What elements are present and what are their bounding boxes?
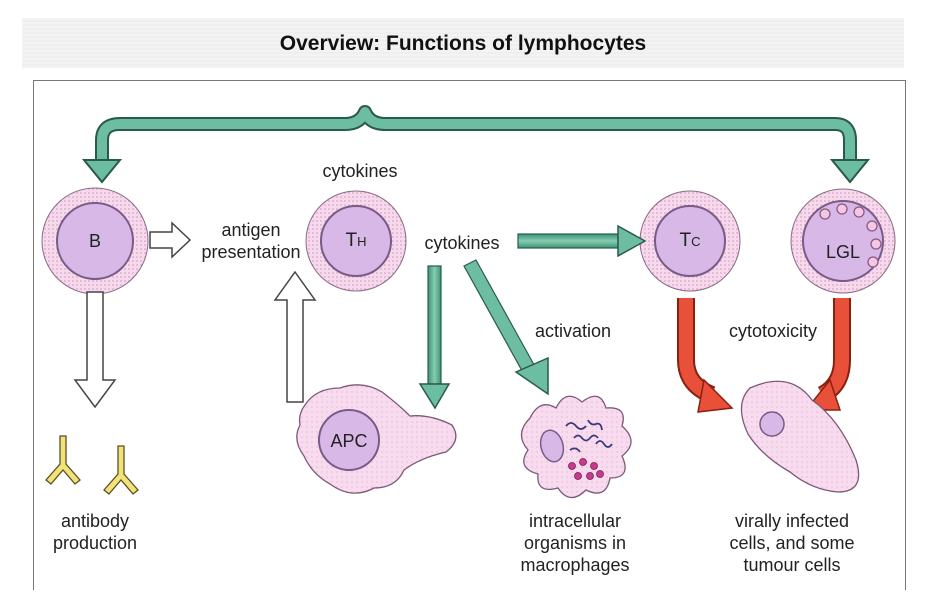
th-cell-label: TH xyxy=(331,230,381,253)
lgl-cytotoxicity-arrow xyxy=(804,298,851,411)
cytotoxicity-label: cytotoxicity xyxy=(728,321,818,341)
virally-infected-label: virally infected cells, and some tumour … xyxy=(729,511,855,575)
intracellular-label: intracellular organisms in macrophages xyxy=(520,511,630,575)
b-cell xyxy=(41,187,149,295)
activation-label: activation xyxy=(534,321,612,341)
lgl-cell-label: LGL xyxy=(825,242,861,262)
tc-sub: C xyxy=(691,234,701,249)
antibody-icon xyxy=(45,435,81,485)
diagram-frame xyxy=(33,80,906,590)
th-cell xyxy=(305,190,407,292)
apc-to-antigen-arrow xyxy=(273,270,317,403)
th-sub: H xyxy=(357,234,367,249)
tc-main: T xyxy=(679,230,692,251)
infected-target-cell xyxy=(740,380,860,493)
cytokines-top-label: cytokines xyxy=(322,161,398,181)
cytokines-to-macrophage-arrow xyxy=(463,259,549,396)
tc-cytotoxicity-arrow xyxy=(677,298,734,413)
b-to-antibody-arrow xyxy=(73,291,117,409)
apc-cell-label: APC xyxy=(330,431,368,451)
cytokines-to-apc-arrow xyxy=(418,265,451,410)
th-main: T xyxy=(345,230,358,251)
page-title: Overview: Functions of lymphocytes xyxy=(279,32,647,55)
tc-cell xyxy=(639,190,741,292)
b-to-antigen-arrow xyxy=(149,221,192,259)
apc-cell xyxy=(296,384,457,494)
title-band: Overview: Functions of lymphocytes xyxy=(22,18,904,68)
macrophage xyxy=(520,395,632,499)
lgl-cell xyxy=(790,188,896,294)
antibody-icon xyxy=(103,445,139,495)
tc-cell-label: TC xyxy=(665,230,715,253)
top-cytokine-bracket-arrow xyxy=(81,105,871,184)
b-cell-label: B xyxy=(88,231,101,251)
cytokines-to-tc-arrow xyxy=(517,224,647,258)
antigen-presentation-label: antigen presentation xyxy=(201,220,301,262)
antibody-production-label: antibody production xyxy=(52,511,138,553)
cytokines-mid-label: cytokines xyxy=(424,233,500,253)
